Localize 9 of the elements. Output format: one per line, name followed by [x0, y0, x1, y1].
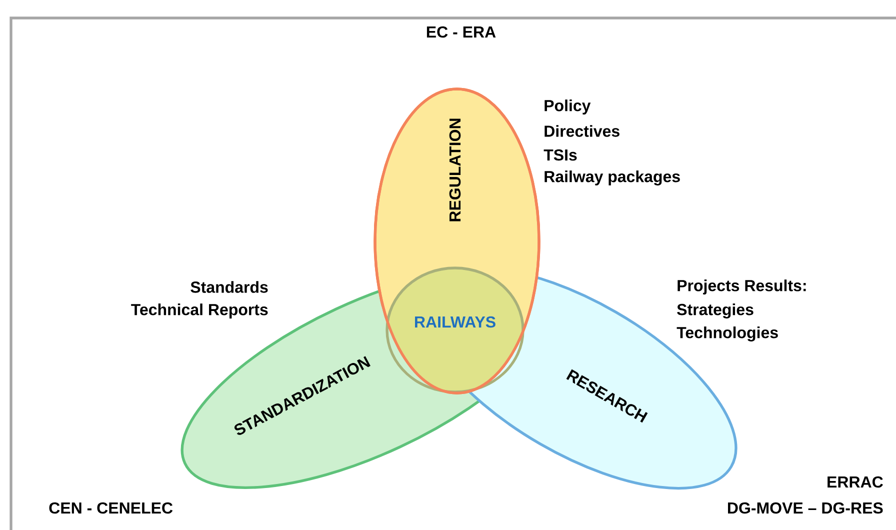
- side-text: Directives: [544, 125, 620, 137]
- side-text: CEN - CENELEC: [49, 502, 173, 514]
- side-text: Policy: [544, 100, 591, 114]
- side-text: ERRAC: [828, 476, 883, 488]
- side-text: EC - ERA: [426, 26, 496, 38]
- side-text: TSIs: [544, 149, 577, 161]
- side-text: DG-MOVE – DG-RES: [728, 502, 883, 514]
- side-text: Standards: [190, 281, 268, 293]
- side-text: Railway packages: [544, 170, 680, 186]
